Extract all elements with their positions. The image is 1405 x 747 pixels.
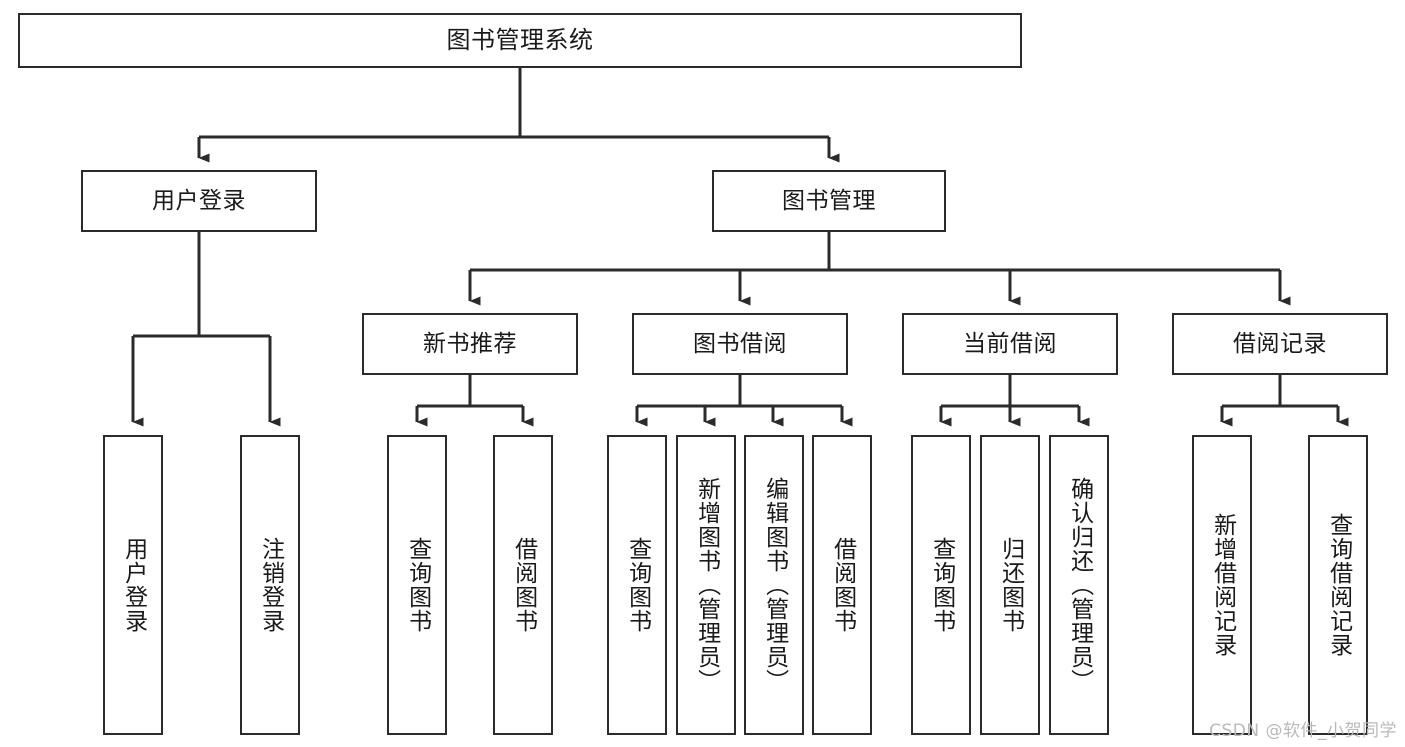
node-leaf-confirm-return-label: 确认归还（管理员） xyxy=(1066,477,1093,693)
node-root-label: 图书管理系统 xyxy=(446,25,594,54)
node-leaf-borrow-book-2[interactable]: 借阅图书 xyxy=(812,435,872,735)
node-leaf-return-book[interactable]: 归还图书 xyxy=(980,435,1040,735)
node-leaf-query-book-1-label: 查询图书 xyxy=(404,537,431,633)
node-leaf-add-record[interactable]: 新增借阅记录 xyxy=(1192,435,1252,735)
node-book-borrow[interactable]: 图书借阅 xyxy=(632,313,848,375)
node-leaf-logout-login[interactable]: 注销登录 xyxy=(240,435,300,735)
node-book-manage-label: 图书管理 xyxy=(782,187,876,214)
node-leaf-edit-book-label: 编辑图书（管理员） xyxy=(761,477,788,693)
node-leaf-query-record-label: 查询借阅记录 xyxy=(1325,513,1352,657)
node-leaf-logout-login-label: 注销登录 xyxy=(257,537,284,633)
node-root[interactable]: 图书管理系统 xyxy=(18,13,1022,68)
node-book-borrow-label: 图书借阅 xyxy=(693,330,787,357)
node-leaf-add-book[interactable]: 新增图书（管理员） xyxy=(676,435,736,735)
node-new-book-recommend-label: 新书推荐 xyxy=(423,330,517,357)
node-leaf-query-book-3[interactable]: 查询图书 xyxy=(911,435,971,735)
node-leaf-query-book-2-label: 查询图书 xyxy=(624,537,651,633)
node-borrow-record[interactable]: 借阅记录 xyxy=(1172,313,1388,375)
node-current-borrow-label: 当前借阅 xyxy=(963,330,1057,357)
node-leaf-user-login[interactable]: 用户登录 xyxy=(103,435,163,735)
node-leaf-query-record[interactable]: 查询借阅记录 xyxy=(1308,435,1368,735)
node-user-login-label: 用户登录 xyxy=(152,187,246,214)
node-leaf-borrow-book-1[interactable]: 借阅图书 xyxy=(493,435,553,735)
node-leaf-add-book-label: 新增图书（管理员） xyxy=(693,477,720,693)
node-leaf-borrow-book-2-label: 借阅图书 xyxy=(829,537,856,633)
node-leaf-return-book-label: 归还图书 xyxy=(997,537,1024,633)
node-borrow-record-label: 借阅记录 xyxy=(1233,330,1327,357)
node-leaf-user-login-label: 用户登录 xyxy=(120,537,147,633)
node-leaf-query-book-3-label: 查询图书 xyxy=(928,537,955,633)
node-current-borrow[interactable]: 当前借阅 xyxy=(902,313,1118,375)
node-book-manage[interactable]: 图书管理 xyxy=(712,170,946,232)
node-leaf-borrow-book-1-label: 借阅图书 xyxy=(510,537,537,633)
node-leaf-query-book-2[interactable]: 查询图书 xyxy=(607,435,667,735)
node-leaf-query-book-1[interactable]: 查询图书 xyxy=(387,435,447,735)
node-user-login[interactable]: 用户登录 xyxy=(81,170,317,232)
node-leaf-add-record-label: 新增借阅记录 xyxy=(1209,513,1236,657)
node-leaf-confirm-return[interactable]: 确认归还（管理员） xyxy=(1049,435,1109,735)
node-new-book-recommend[interactable]: 新书推荐 xyxy=(362,313,578,375)
node-leaf-edit-book[interactable]: 编辑图书（管理员） xyxy=(744,435,804,735)
